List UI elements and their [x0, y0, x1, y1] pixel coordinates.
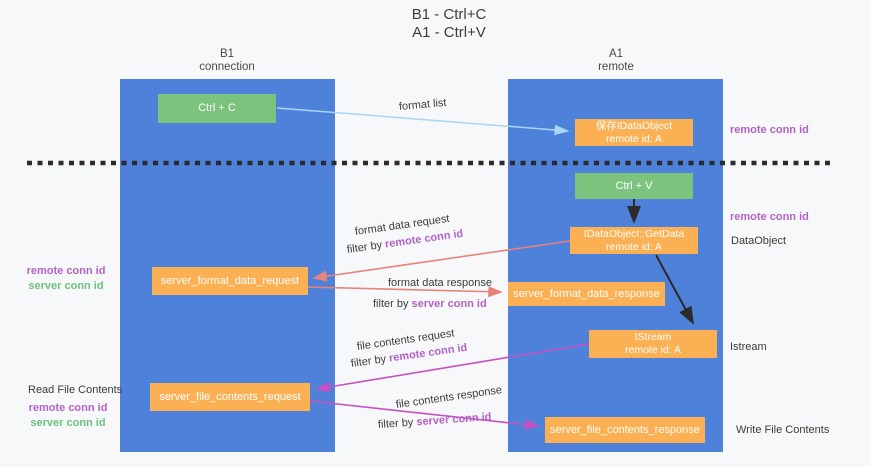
ctrl-v-box: Ctrl + V: [575, 173, 693, 199]
title-line-1: B1 - Ctrl+C: [411, 6, 487, 23]
format-list-label: format list: [398, 96, 447, 113]
lane-b1-title: B1: [219, 48, 235, 60]
filter-server-1-label: filter by server conn id: [373, 298, 487, 311]
istream-line1: IStream: [634, 331, 672, 343]
lane-a1-subtitle: remote: [598, 61, 634, 73]
right-remote-conn-id-top: remote conn id: [730, 124, 809, 136]
filter-by-text: filter by: [373, 298, 412, 310]
save-idataobject-line1: 保存IDataObject: [595, 119, 673, 132]
filter-server-2-label: filter by server conn id: [378, 411, 492, 432]
file-contents-response-label: file contents response: [395, 384, 503, 411]
server-file-contents-response-box: server_file_contents_response: [545, 417, 705, 443]
istream-box: IStream remote id: A: [589, 330, 717, 358]
filter-by-text: filter by: [346, 238, 386, 256]
write-file-contents-label: Write File Contents: [736, 424, 830, 436]
format-data-response-label: format data response: [388, 277, 492, 289]
left-server-conn-id: server conn id: [28, 280, 104, 292]
save-idataobject-line2: remote id: A: [605, 132, 663, 145]
right-remote-conn-id-mid: remote conn id: [730, 211, 809, 223]
title-line-2: A1 - Ctrl+V: [412, 24, 486, 41]
read-file-contents-label: Read File Contents: [28, 384, 123, 396]
diagram-title: B1 - Ctrl+C A1 - Ctrl+V: [374, 6, 524, 42]
lane-a1-title: A1: [608, 48, 624, 60]
istream-line2: remote id: A: [624, 344, 682, 356]
ctrl-c-label: Ctrl + C: [198, 102, 236, 114]
save-idataobject-box: 保存IDataObject remote id: A: [575, 119, 693, 146]
lane-header-b1: B1 connection: [177, 48, 277, 74]
server-conn-id-text: server conn id: [415, 411, 492, 429]
server-format-data-request-label: server_format_data_request: [160, 274, 300, 287]
ctrl-v-label: Ctrl + V: [615, 179, 653, 192]
left-server-conn-id-2: server conn id: [30, 417, 106, 429]
getdata-line2: remote id: A: [605, 240, 663, 253]
left-conn-ids-top: remote conn id server conn id: [20, 264, 112, 294]
server-format-data-request-box: server_format_data_request: [152, 267, 308, 295]
server-conn-id-text: server conn id: [411, 298, 487, 310]
getdata-box: IDataObject::GetData remote id: A: [570, 227, 698, 254]
server-format-data-response-box: server_format_data_response: [508, 282, 665, 306]
server-file-contents-request-label: server_file_contents_request: [159, 390, 301, 403]
left-conn-ids-bottom: remote conn id server conn id: [24, 401, 112, 431]
server-format-data-response-label: server_format_data_response: [513, 287, 660, 300]
filter-by-text: filter by: [350, 352, 390, 370]
server-file-contents-request-box: server_file_contents_request: [150, 383, 310, 411]
ctrl-c-box: Ctrl + C: [158, 94, 276, 123]
dataobject-label: DataObject: [731, 235, 787, 247]
left-remote-conn-id-2: remote conn id: [28, 402, 108, 414]
istream-side-label: Istream: [730, 341, 767, 353]
lane-b1-subtitle: connection: [199, 61, 255, 73]
lane-header-a1: A1 remote: [566, 48, 666, 74]
left-remote-conn-id: remote conn id: [26, 265, 106, 277]
getdata-line1: IDataObject::GetData: [583, 227, 685, 240]
filter-by-text: filter by: [377, 416, 417, 431]
server-file-contents-response-label: server_file_contents_response: [550, 423, 700, 436]
